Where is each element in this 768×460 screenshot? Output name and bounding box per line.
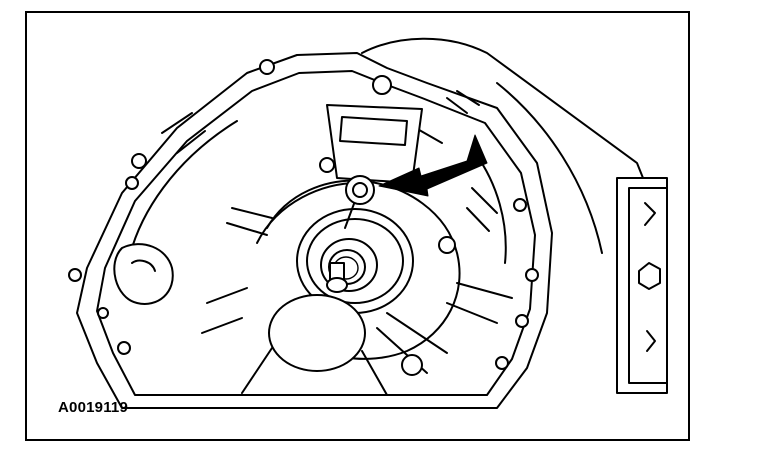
illustration-frame: A0019119 (25, 11, 690, 441)
upper-mounting-tab (319, 104, 423, 184)
figure-id-label: A0019119 (58, 399, 129, 416)
transmission-case-illustration (68, 37, 668, 409)
callout-arrow (378, 134, 488, 197)
input-shaft-assembly (296, 208, 414, 314)
seal (344, 175, 375, 229)
flange-bolt-holes (68, 59, 539, 370)
rear-housing (361, 37, 668, 394)
release-fork-pivot (241, 294, 388, 396)
dowel-boss (113, 243, 174, 305)
